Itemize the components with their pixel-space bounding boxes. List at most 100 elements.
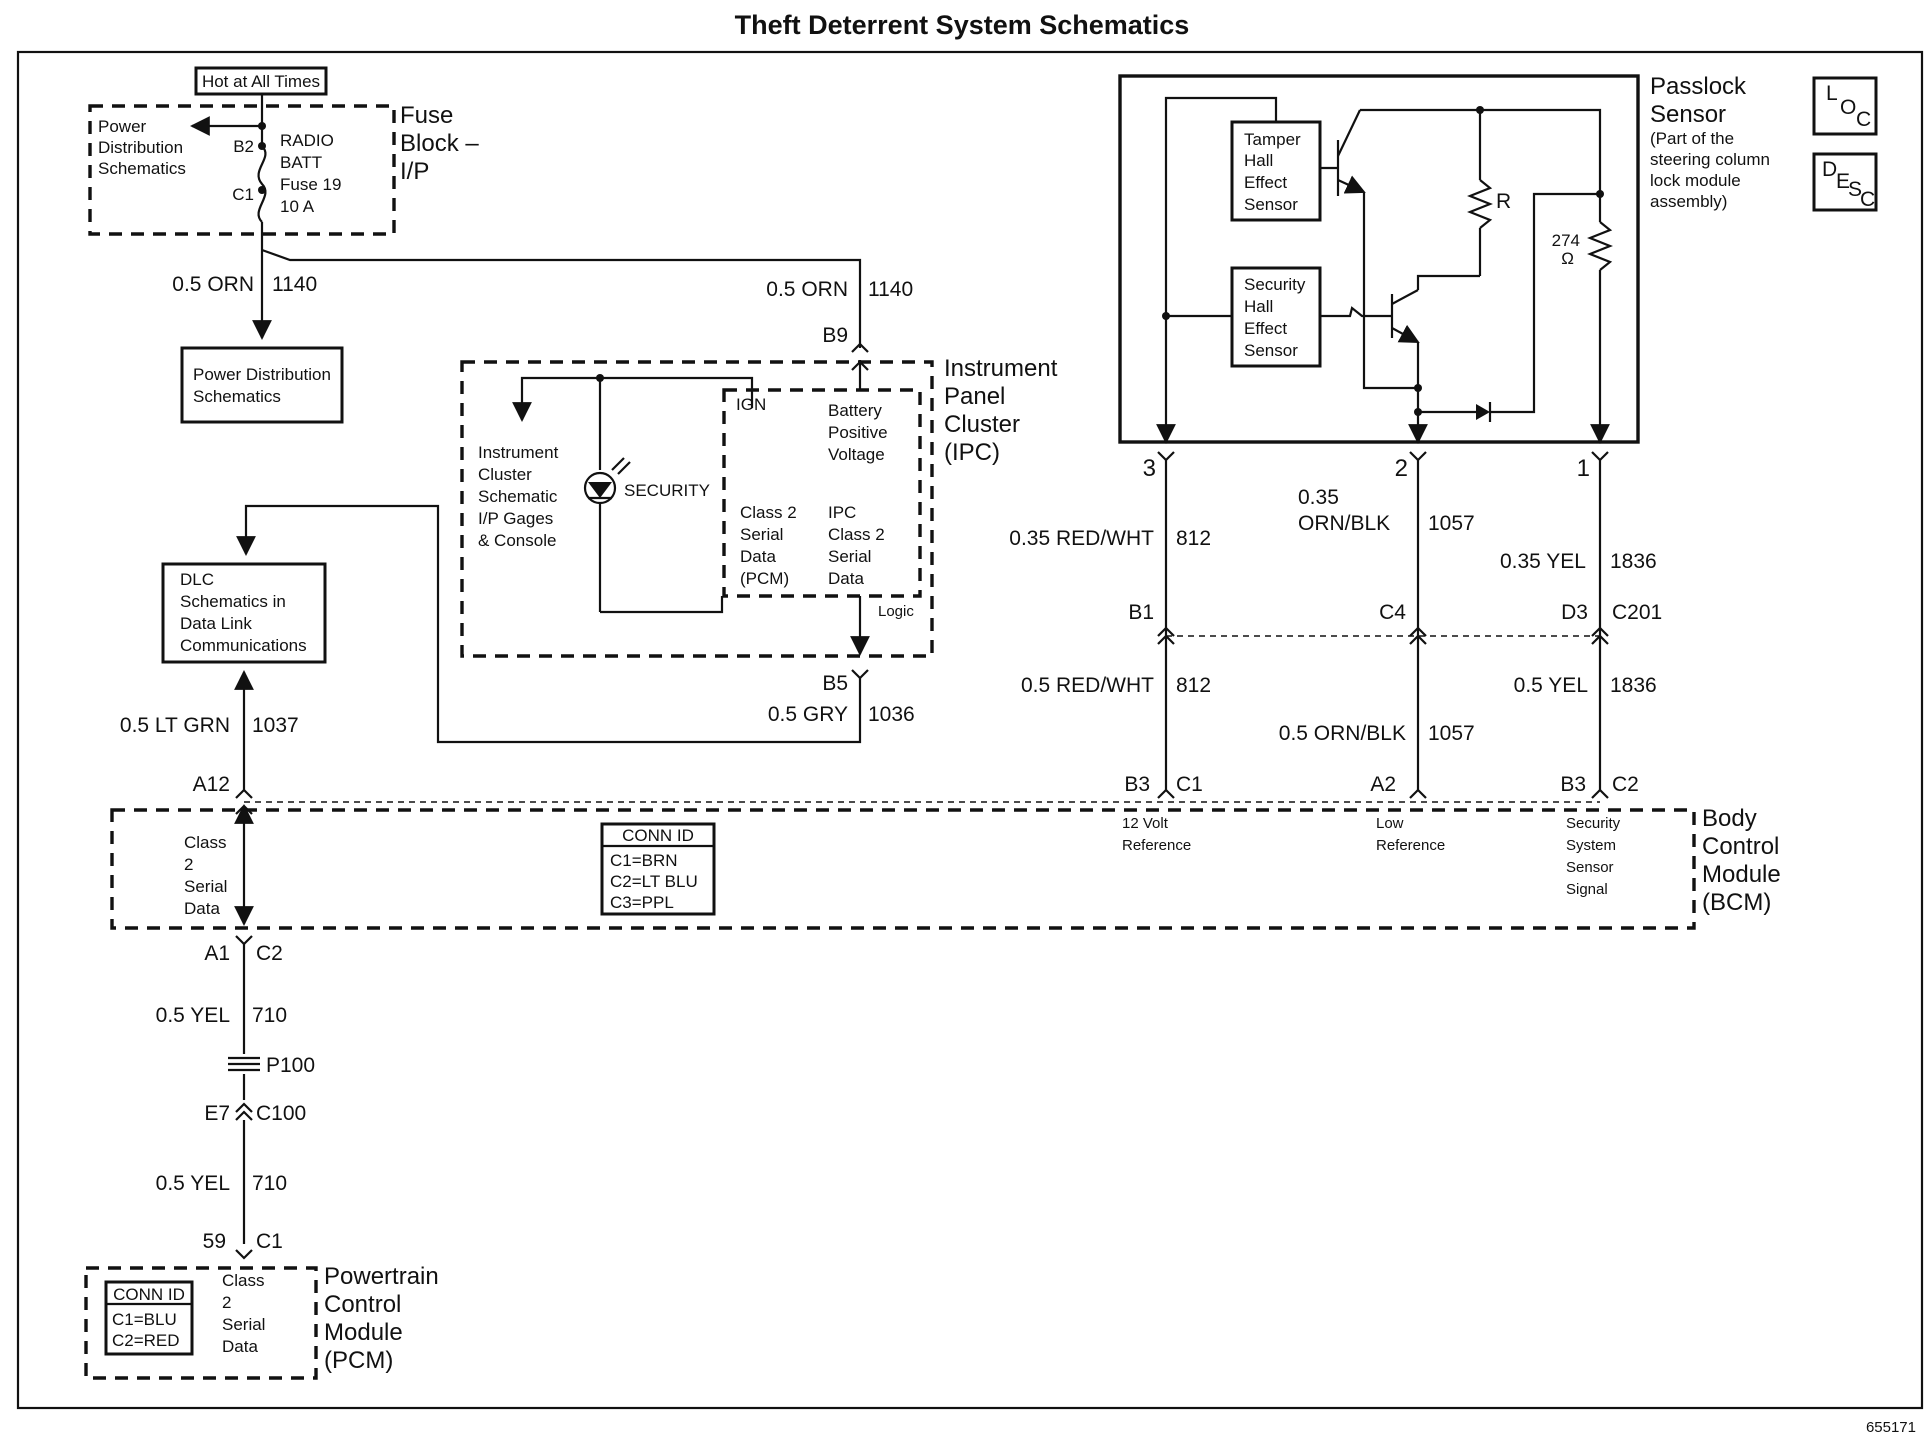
bcm-conn-c2-top: C2 xyxy=(1612,773,1639,796)
pcm-class2-line-1: Class xyxy=(222,1271,265,1290)
bcm-low-ref-1: Low xyxy=(1376,815,1404,832)
fuse-block: Hot at All Times Power Distribution Sche… xyxy=(88,66,479,236)
battery-line-3: Voltage xyxy=(828,445,885,464)
bcm-conn-id-2: C2=LT BLU xyxy=(610,872,698,891)
wire-1140-right-gauge: 0.5 ORN xyxy=(766,278,848,301)
bcm-class2-line-3: Serial xyxy=(184,877,227,896)
ipc-ref-line-4: I/P Gages xyxy=(478,509,553,528)
passlock-name-2: Sensor xyxy=(1650,101,1726,128)
ipc-ref-line-3: Schematic xyxy=(478,487,558,506)
wire-1057-lower-circuit: 1057 xyxy=(1428,722,1475,745)
wire-1836-lower-gauge: 0.5 YEL xyxy=(1514,674,1588,697)
desc-icon-s: S xyxy=(1848,178,1862,201)
bcm-name-1: Body xyxy=(1702,805,1757,832)
resistor-r-label: R xyxy=(1496,190,1511,213)
dlc-line-3: Data Link xyxy=(180,614,252,633)
ipc-name-4: (IPC) xyxy=(944,439,1000,466)
fuse-line-4: 10 A xyxy=(280,197,315,216)
bcm-low-ref-2: Reference xyxy=(1376,837,1445,854)
pcm-conn-id-1: C1=BLU xyxy=(112,1310,177,1329)
passlock-connector: 3 2 1 xyxy=(1143,451,1609,482)
ipc-name-1: Instrument xyxy=(944,355,1058,382)
resistor-274 xyxy=(1587,221,1613,271)
passlock-note-1: (Part of the xyxy=(1650,129,1734,148)
power-dist-box-line-2: Schematics xyxy=(193,387,281,406)
c201-name: C201 xyxy=(1612,601,1662,624)
instrument-panel-cluster: B9 Instrument Panel Cluster (IPC) SECURI… xyxy=(460,324,1058,695)
wire-812-upper-circuit: 812 xyxy=(1176,527,1211,550)
desc-icon-e: E xyxy=(1836,170,1850,193)
loc-icon-c: C xyxy=(1856,108,1871,131)
passlock-pin-2: 2 xyxy=(1395,455,1408,482)
fuse-symbol xyxy=(257,145,267,223)
wire-1057-upper-gauge-1: 0.35 xyxy=(1298,486,1339,509)
bcm-12v-ref-1: 12 Volt xyxy=(1122,815,1169,832)
fuse-line-3: Fuse 19 xyxy=(280,175,341,194)
tamper-line-4: Sensor xyxy=(1244,195,1298,214)
wire-1037-circuit: 1037 xyxy=(252,714,299,737)
c100-connector: E7 C100 xyxy=(204,1102,306,1125)
resistor-r xyxy=(1467,179,1493,229)
fuse-line-2: BATT xyxy=(280,153,322,172)
loc-icon[interactable]: L O C xyxy=(1812,76,1878,136)
wire-1037-gauge: 0.5 LT GRN xyxy=(120,714,230,737)
fuse-power-dist-line-1: Power xyxy=(98,117,147,136)
passlock-sensor: Passlock Sensor (Part of the steering co… xyxy=(1118,73,1770,444)
ipc-ref-line-1: Instrument xyxy=(478,443,559,462)
wire-1140-left-gauge: 0.5 ORN xyxy=(172,273,254,296)
ipc-outline xyxy=(460,360,934,658)
power-distribution-box xyxy=(180,346,344,424)
splice-label: P100 xyxy=(266,1054,315,1077)
bcm-class2-line-2: 2 xyxy=(184,855,193,874)
tamper-line-3: Effect xyxy=(1244,173,1287,192)
fuse-pin-c1: C1 xyxy=(232,185,254,204)
tamper-line-2: Hall xyxy=(1244,151,1273,170)
wire-1140-right xyxy=(261,248,862,348)
figure-number: 655171 xyxy=(1866,1419,1916,1436)
loc-icon-o: O xyxy=(1840,96,1856,119)
wire-812-lower-circuit: 812 xyxy=(1176,674,1211,697)
bcm-security-signal-4: Signal xyxy=(1566,881,1608,898)
pcm-name-4: (PCM) xyxy=(324,1347,393,1374)
dlc-line-1: DLC xyxy=(180,570,214,589)
ipc-name-2: Panel xyxy=(944,383,1005,410)
bcm-name-2: Control xyxy=(1702,833,1779,860)
bcm-conn-id-3: C3=PPL xyxy=(610,893,674,912)
c201-connector: B1 C4 D3 C201 xyxy=(1128,601,1662,645)
security-sensor-box xyxy=(1230,266,1322,368)
bcm-pin-a12: A12 xyxy=(193,773,230,796)
pcm-class2-line-2: 2 xyxy=(222,1293,231,1312)
class2-pcm-line-4: (PCM) xyxy=(740,569,789,588)
bcm-class2-line-4: Data xyxy=(184,899,220,918)
hot-label: Hot at All Times xyxy=(202,72,320,91)
wire-812-upper-gauge: 0.35 RED/WHT xyxy=(1009,527,1154,550)
bcm-conn-c2: C2 xyxy=(256,942,283,965)
wire-1140-right-circuit: 1140 xyxy=(868,278,913,301)
desc-icon[interactable]: D E S C xyxy=(1812,152,1878,212)
wire-1836-upper-gauge: 0.35 YEL xyxy=(1500,550,1586,573)
bcm-conn-id-box xyxy=(600,822,716,916)
wire-812-lower-gauge: 0.5 RED/WHT xyxy=(1021,674,1154,697)
tamper-line-1: Tamper xyxy=(1244,130,1301,149)
bcm-conn-id-title: CONN ID xyxy=(622,826,694,845)
wire-1140-left-circuit: 1140 xyxy=(272,273,317,296)
fuse-pin-b2: B2 xyxy=(233,137,254,156)
page-title: Theft Deterrent System Schematics xyxy=(735,10,1190,40)
ipc-inner-outline xyxy=(722,388,922,598)
bcm-pin-b3-c2: B3 xyxy=(1560,773,1586,796)
ipc-class2-line-3: Serial xyxy=(828,547,871,566)
passlock-pin-3: 3 xyxy=(1143,455,1156,482)
c201-pin-b1: B1 xyxy=(1128,601,1154,624)
bcm-conn-c1: C1 xyxy=(1176,773,1203,796)
security-label: SECURITY xyxy=(624,481,710,500)
tamper-sensor-box xyxy=(1230,120,1322,222)
pcm-class2-line-4: Data xyxy=(222,1337,258,1356)
resistor-274-value: 274 xyxy=(1552,231,1580,250)
ipc-ref-line-5: & Console xyxy=(478,531,556,550)
pcm-conn-id-box xyxy=(104,1280,194,1356)
pcm-name-3: Module xyxy=(324,1319,403,1346)
ipc-ref-line-2: Cluster xyxy=(478,465,532,484)
wire-1836-upper-circuit: 1836 xyxy=(1610,550,1657,573)
ipc-class2-line-4: Data xyxy=(828,569,864,588)
